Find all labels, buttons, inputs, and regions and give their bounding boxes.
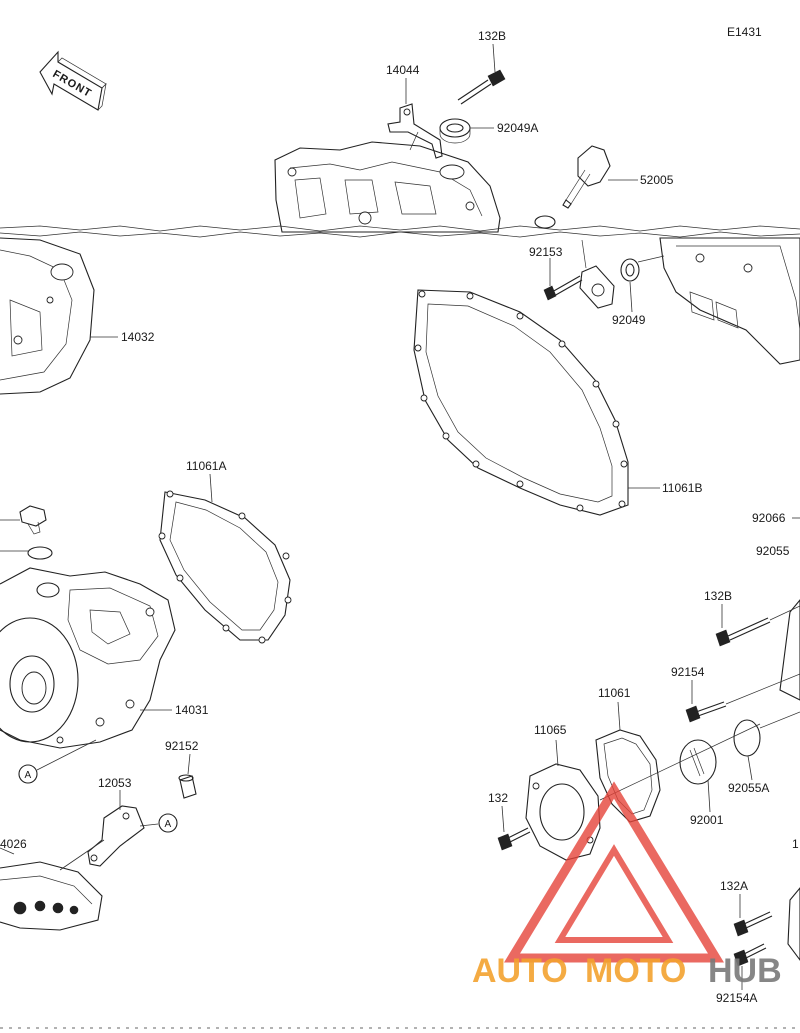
bolt-92153 bbox=[543, 275, 583, 301]
label-92152: 92152 bbox=[165, 739, 199, 753]
plug-bolt bbox=[19, 505, 47, 535]
gasket-11061a bbox=[158, 490, 292, 644]
callout-a-left: A bbox=[18, 739, 97, 784]
crankcase-14032 bbox=[0, 237, 95, 395]
bolt-132b-top bbox=[457, 69, 506, 105]
crankcase-right bbox=[637, 237, 800, 365]
o-ring-92055a bbox=[733, 719, 761, 757]
label-14031: 14031 bbox=[175, 703, 209, 717]
cap-92001 bbox=[679, 739, 717, 785]
label-edge: 1 bbox=[792, 837, 799, 851]
callout-a-right: A bbox=[158, 813, 178, 833]
automotohub-watermark: AUTO MOTO HUB bbox=[472, 781, 782, 990]
label-132: 132 bbox=[488, 791, 508, 805]
watermark-moto: MOTO bbox=[585, 952, 686, 990]
label-92001: 92001 bbox=[690, 813, 724, 827]
diagram-code: E1431 bbox=[727, 25, 762, 39]
label-92153: 92153 bbox=[529, 245, 563, 259]
label-11061a: 11061A bbox=[186, 459, 226, 473]
cover-14031 bbox=[0, 567, 176, 749]
label-92154a: 92154A bbox=[716, 991, 757, 1005]
watermark-auto: AUTO bbox=[472, 952, 568, 990]
label-92049: 92049 bbox=[612, 313, 646, 327]
label-14044: 14044 bbox=[386, 63, 420, 77]
label-92066: 92066 bbox=[752, 511, 786, 525]
watermark-hub: HUB bbox=[708, 952, 782, 990]
section-break-line bbox=[0, 225, 800, 232]
label-132b-top: 132B bbox=[478, 29, 506, 43]
bolt-92154 bbox=[685, 701, 727, 723]
callout-a-left-label: A bbox=[25, 770, 32, 781]
label-132b-right: 132B bbox=[704, 589, 732, 603]
label-92055: 92055 bbox=[756, 544, 790, 558]
plate-92153 bbox=[579, 265, 615, 309]
label-92049a: 92049A bbox=[497, 121, 538, 135]
label-14026: 4026 bbox=[0, 837, 27, 851]
label-92055a: 92055A bbox=[728, 781, 769, 795]
bracket-14044 bbox=[387, 103, 443, 159]
label-92154: 92154 bbox=[671, 665, 705, 679]
seal-92049 bbox=[620, 258, 640, 282]
dipstick-52005 bbox=[562, 145, 611, 209]
bolt-132 bbox=[497, 827, 531, 851]
bolt-92154a bbox=[733, 943, 767, 967]
bracket-12053 bbox=[87, 805, 145, 867]
front-arrow-icon: FRONT bbox=[39, 50, 107, 111]
bolt-132b-right bbox=[715, 617, 771, 647]
label-132a: 132A bbox=[720, 879, 748, 893]
seal-92049a bbox=[439, 118, 471, 144]
label-11065: 11065 bbox=[534, 723, 567, 737]
bolt-132a bbox=[733, 911, 773, 937]
guard-14026 bbox=[0, 861, 103, 931]
o-ring-left bbox=[27, 546, 53, 560]
label-11061: 11061 bbox=[598, 686, 631, 700]
collar-92152 bbox=[178, 774, 197, 799]
label-14032: 14032 bbox=[121, 330, 155, 344]
crankcase-upper bbox=[274, 131, 501, 233]
label-12053: 12053 bbox=[98, 776, 132, 790]
callout-a-right-label: A bbox=[165, 819, 172, 830]
label-11061b: 11061B bbox=[662, 481, 702, 495]
gasket-11061b bbox=[413, 289, 629, 516]
cover-11065 bbox=[525, 763, 601, 861]
label-52005: 52005 bbox=[640, 173, 674, 187]
